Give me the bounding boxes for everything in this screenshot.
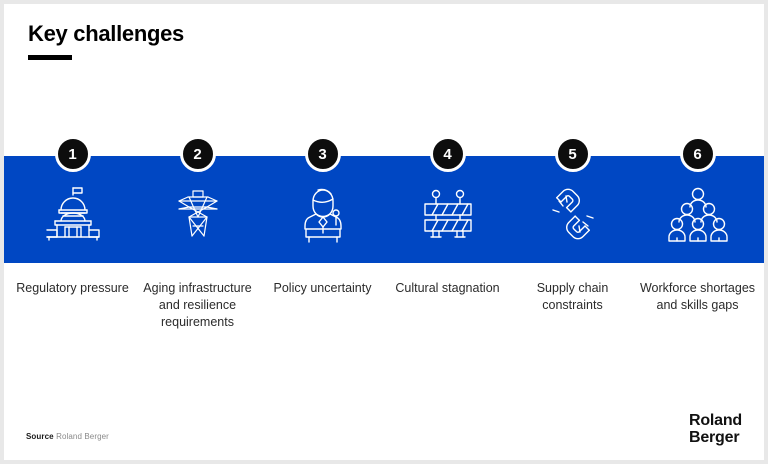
power-pylon-icon xyxy=(166,182,230,246)
challenge-caption-5: Supply chain constraints xyxy=(536,281,609,312)
title-underline-rule xyxy=(28,55,72,60)
blue-highlight-band xyxy=(4,156,764,263)
step-badge-6: 6 xyxy=(679,136,716,172)
speaker-at-podium-icon xyxy=(291,182,355,246)
challenge-item-3[interactable]: 3 Policy uncertaint xyxy=(260,4,385,460)
challenges-row: 1 xyxy=(4,4,764,460)
broken-chain-icon xyxy=(541,182,605,246)
source-label: Source xyxy=(26,432,54,441)
step-badge-5: 5 xyxy=(554,136,591,172)
challenge-caption-2: Aging infrastructure and resilience requ… xyxy=(143,281,252,329)
challenge-caption-6: Workforce shortages and skills gaps xyxy=(639,281,756,312)
road-barrier-icon xyxy=(416,182,480,246)
step-badge-4: 4 xyxy=(429,136,466,172)
challenge-caption-4: Cultural stagnation xyxy=(395,281,500,295)
step-badge-3: 3 xyxy=(304,136,341,172)
roland-berger-logo: Roland Berger xyxy=(689,412,742,447)
people-group-icon xyxy=(666,182,730,246)
slide-canvas: Key challenges 1 xyxy=(4,4,764,460)
logo-line-1: Roland xyxy=(688,412,742,429)
challenge-item-4[interactable]: 4 xyxy=(385,4,510,460)
challenge-caption-1: Regulatory pressure xyxy=(16,281,129,295)
challenge-item-1[interactable]: 1 xyxy=(10,4,135,460)
step-badge-2: 2 xyxy=(179,136,216,172)
challenge-item-2[interactable]: 2 xyxy=(135,4,260,460)
source-value: Roland Berger xyxy=(56,432,109,441)
step-badge-1: 1 xyxy=(54,136,91,172)
logo-line-2: Berger xyxy=(688,429,740,447)
challenge-caption-3: Policy uncertainty xyxy=(273,281,372,295)
government-building-icon xyxy=(41,182,105,246)
challenge-item-5[interactable]: 5 xyxy=(510,4,635,460)
challenge-item-6[interactable]: 6 xyxy=(635,4,760,460)
page-title: Key challenges xyxy=(28,21,184,46)
source-note: Source Roland Berger xyxy=(26,432,109,441)
